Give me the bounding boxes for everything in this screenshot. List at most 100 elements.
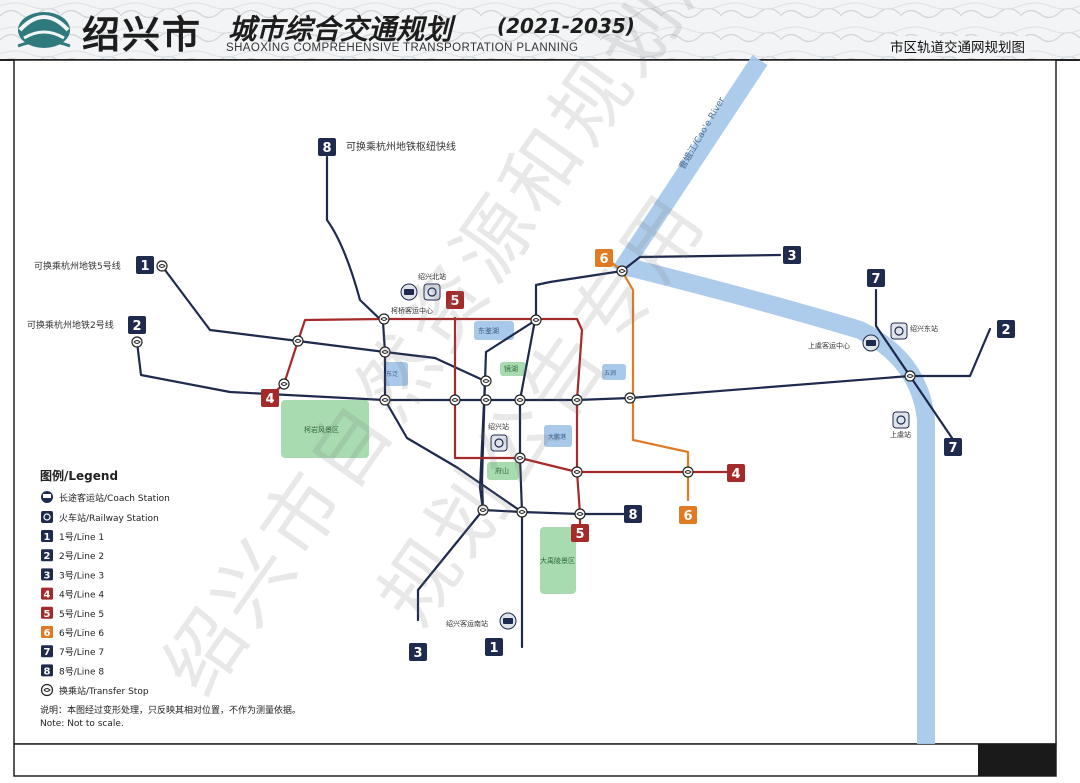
transfer-stop-11 bbox=[480, 375, 492, 387]
legend-line-label: 1号/Line 1 bbox=[59, 532, 104, 543]
line-badge-7: 7 bbox=[944, 438, 962, 456]
guaishan-label: 五涧 bbox=[604, 369, 616, 377]
keqiao-coach-label: 柯桥客运中心 bbox=[391, 306, 433, 315]
line-badge-8: 8 bbox=[318, 138, 336, 156]
station-icons bbox=[400, 283, 910, 630]
transfer-stop-21 bbox=[616, 265, 628, 277]
legend: 图例/Legend 长途客运站/Coach Station 火车站/Railwa… bbox=[40, 468, 301, 729]
city-logo bbox=[17, 12, 71, 48]
transfer-stop-15 bbox=[514, 452, 526, 464]
footer-block bbox=[978, 744, 1056, 776]
line-badge-num: 1 bbox=[140, 259, 149, 274]
line-badge-num: 4 bbox=[731, 467, 740, 482]
legend-line-num: 1 bbox=[44, 532, 51, 543]
map-frame bbox=[13, 59, 1057, 745]
line-badge-num: 6 bbox=[599, 252, 608, 267]
railway-station-icon-4 bbox=[892, 411, 910, 429]
title-plan: 城市综合交通规划 bbox=[228, 13, 453, 46]
legend-title: 图例/Legend bbox=[40, 468, 118, 483]
hz-line2-label: 可换乘杭州地铁2号线 bbox=[27, 319, 114, 331]
transfer-stop-14 bbox=[624, 392, 636, 404]
line-badge-5: 5 bbox=[571, 524, 589, 542]
line-badge-num: 8 bbox=[628, 508, 637, 523]
legend-line-num: 3 bbox=[44, 570, 51, 581]
guaishan-lake bbox=[602, 364, 626, 380]
line-badge-1: 1 bbox=[485, 638, 503, 656]
keyan-scenic-area bbox=[281, 400, 369, 458]
legend-line-num: 8 bbox=[44, 666, 51, 677]
line-badge-num: 4 bbox=[265, 392, 274, 407]
line-badge-num: 5 bbox=[575, 527, 584, 542]
legend-line-3: 3 3号/Line 3 bbox=[41, 568, 104, 581]
transfer-stop-8 bbox=[530, 314, 542, 326]
line-1 bbox=[160, 264, 524, 649]
dongjiao-lake bbox=[384, 362, 408, 386]
legend-line-7: 7 7号/Line 7 bbox=[41, 645, 104, 658]
line-badge-7: 7 bbox=[867, 269, 885, 287]
transfer-stop-10 bbox=[514, 394, 526, 406]
line-badge-1: 1 bbox=[136, 256, 154, 274]
line-badge-2: 2 bbox=[997, 320, 1015, 338]
dongjiao-label: 东泛 bbox=[386, 370, 398, 378]
legend-line-num: 5 bbox=[44, 609, 51, 620]
legend-note-en: Note: Not to scale. bbox=[40, 719, 124, 729]
legend-line-num: 4 bbox=[44, 590, 51, 601]
dongjianhu-label: 东鉴湖 bbox=[478, 326, 499, 335]
coach-station-icon-3 bbox=[499, 612, 517, 630]
railway-station-icon-3 bbox=[490, 434, 508, 452]
line-badge-6: 6 bbox=[595, 249, 613, 267]
sx-station-label: 绍兴站 bbox=[488, 422, 509, 431]
line-badge-num: 7 bbox=[948, 441, 957, 456]
line-badge-2: 2 bbox=[128, 316, 146, 334]
north-station-label: 绍兴北站 bbox=[418, 272, 446, 281]
keyan-label: 柯岩风景区 bbox=[304, 425, 339, 434]
coach-station-icon-2 bbox=[862, 334, 880, 352]
legend-coach: 长途客运站/Coach Station bbox=[59, 492, 170, 504]
title-years: (2021-2035) bbox=[497, 14, 635, 38]
transfer-stop-icon bbox=[40, 683, 54, 697]
transfer-stop-6 bbox=[379, 394, 391, 406]
dayu-scenic-area bbox=[540, 527, 576, 594]
dongjianhu-lake bbox=[474, 321, 514, 340]
transfer-stop-20 bbox=[682, 466, 694, 478]
line-badge-num: 8 bbox=[322, 141, 331, 156]
yangshan-label: 大鹏港 bbox=[548, 433, 566, 441]
title-english: SHAOXING COMPREHENSIVE TRANSPORTATION PL… bbox=[226, 42, 579, 54]
line-badge-3: 3 bbox=[409, 643, 427, 661]
transfer-stop-2 bbox=[131, 336, 143, 348]
legend-line-label: 4号/Line 4 bbox=[59, 590, 104, 601]
railway-station-icon bbox=[41, 511, 53, 523]
line-badge-num: 2 bbox=[1001, 323, 1010, 338]
coach-station-icon bbox=[41, 491, 53, 503]
line-badge-5: 5 bbox=[446, 291, 464, 309]
east-station-label: 绍兴东站 bbox=[910, 324, 938, 333]
shangyu-coach-label: 上虞客运中心 bbox=[808, 341, 850, 350]
transfer-stop-17 bbox=[516, 506, 528, 518]
map-title: 市区轨道交通网规划图 bbox=[886, 36, 1029, 56]
line-badge-num: 7 bbox=[871, 272, 880, 287]
legend-note-cn: 说明：本图经过变形处理，只反映其相对位置，不作为测量依据。 bbox=[40, 704, 301, 716]
line-7 bbox=[874, 288, 954, 440]
line-badge-4: 4 bbox=[261, 389, 279, 407]
hz-line8-label: 可换乘杭州地铁枢纽快线 bbox=[346, 140, 456, 153]
legend-line-label: 7号/Line 7 bbox=[59, 647, 104, 658]
jinghu-label: 镜湖 bbox=[504, 364, 518, 373]
transfer-stop-18 bbox=[574, 508, 586, 520]
transfer-stop-1 bbox=[156, 260, 168, 272]
legend-line-label: 6号/Line 6 bbox=[59, 628, 104, 639]
transfer-stations bbox=[131, 260, 916, 520]
line-badge-num: 1 bbox=[489, 641, 498, 656]
railway-station-icon-2 bbox=[890, 322, 908, 340]
transfer-stop-13 bbox=[571, 394, 583, 406]
line-badge-6: 6 bbox=[679, 506, 697, 524]
legend-line-label: 3号/Line 3 bbox=[59, 570, 104, 581]
fushan-area bbox=[487, 462, 519, 480]
legend-line-num: 2 bbox=[44, 551, 51, 562]
legend-line-num: 7 bbox=[44, 647, 51, 658]
coach-station-icon-1 bbox=[400, 283, 418, 301]
transfer-stop-9 bbox=[480, 394, 492, 406]
